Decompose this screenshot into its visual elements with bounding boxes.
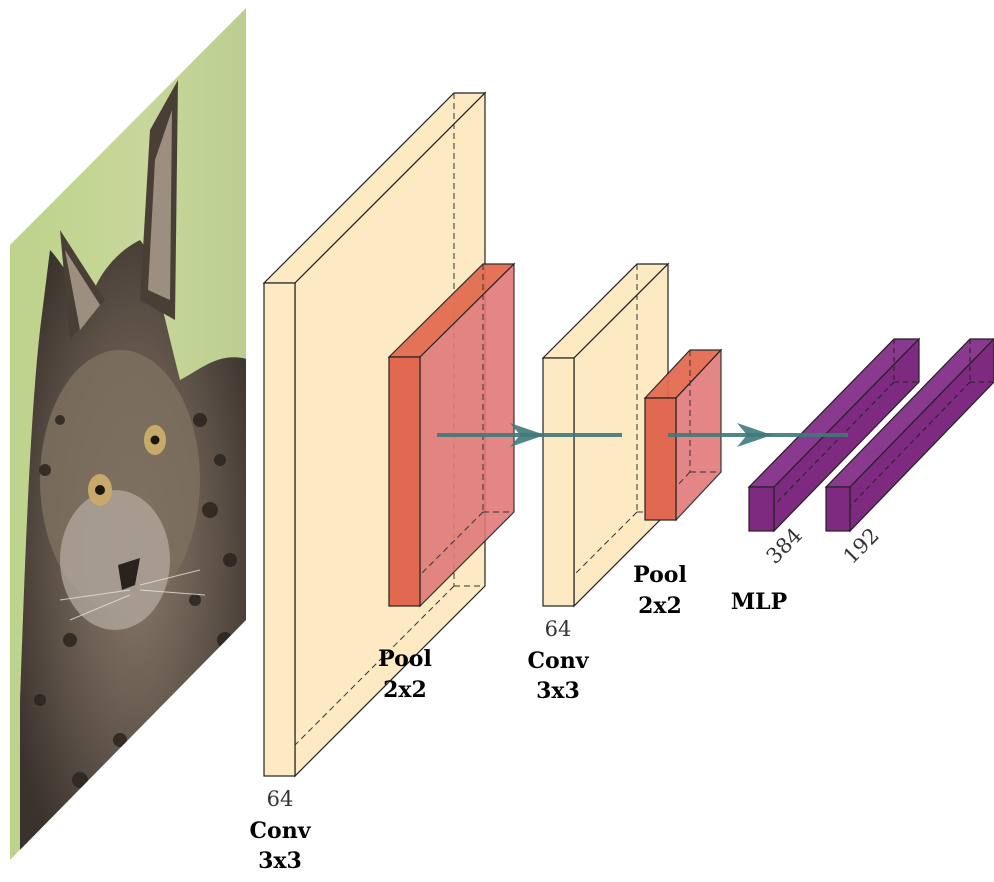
- conv2-kernel: 3x3: [536, 678, 580, 704]
- pool1-kernel: 2x2: [383, 677, 427, 703]
- conv2-channels: 64: [545, 617, 572, 641]
- flow-arrow-2: [668, 423, 848, 447]
- conv1-title: Conv: [250, 818, 312, 844]
- conv1-kernel: 3x3: [258, 848, 302, 874]
- conv2-title: Conv: [528, 648, 590, 674]
- flow-arrow-1: [437, 423, 622, 447]
- fc-labels: 384 192 MLP: [731, 523, 884, 615]
- pool2-block: [643, 348, 723, 522]
- mlp-label: MLP: [731, 589, 787, 615]
- conv1-channels: 64: [267, 787, 294, 811]
- pool2-labels: Pool 2x2: [633, 562, 687, 619]
- pool1-title: Pool: [378, 646, 432, 672]
- conv1-labels: 64 Conv 3x3: [250, 787, 312, 874]
- pool2-kernel: 2x2: [638, 593, 682, 619]
- pool2-title: Pool: [633, 562, 687, 588]
- input-image: [10, 8, 246, 860]
- pool1-labels: Pool 2x2: [378, 646, 432, 703]
- conv2-labels: 64 Conv 3x3: [528, 617, 590, 704]
- fc2-block: [824, 338, 994, 533]
